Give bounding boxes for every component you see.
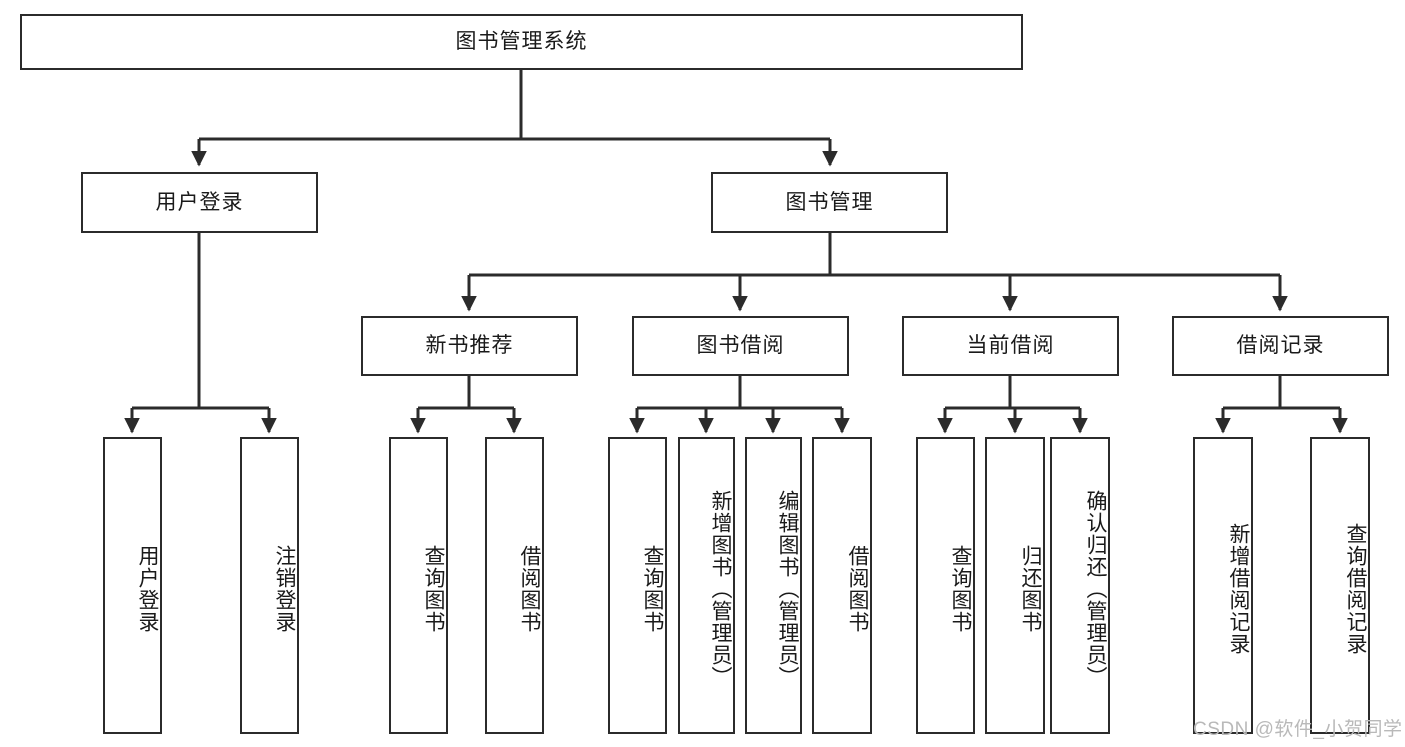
node-label: 图书借阅 — [696, 334, 785, 358]
leaf-borrow-query-book[interactable]: 查询图书 — [608, 437, 667, 734]
node-label: 新书推荐 — [425, 334, 514, 358]
leaf-record-add-record[interactable]: 新增借阅记录 — [1193, 437, 1253, 734]
node-label: 图书管理 — [785, 190, 874, 214]
node-label: 借阅图书 — [846, 544, 869, 633]
watermark-text: CSDN @软件_小贺同学 — [1193, 719, 1403, 740]
leaf-user-login-logout[interactable]: 注销登录 — [240, 437, 299, 734]
leaf-borrow-edit-book-admin[interactable]: 编辑图书（管理员） — [745, 437, 802, 734]
node-new-book-recommend[interactable]: 新书推荐 — [361, 316, 578, 376]
leaf-recommend-borrow-book[interactable]: 借阅图书 — [485, 437, 544, 734]
leaf-user-login-login[interactable]: 用户登录 — [103, 437, 162, 734]
node-label: 新增借阅记录 — [1227, 522, 1250, 655]
leaf-current-query-book[interactable]: 查询图书 — [916, 437, 975, 734]
leaf-current-return-book[interactable]: 归还图书 — [985, 437, 1045, 734]
node-label: 编辑图书（管理员） — [776, 489, 799, 688]
node-label: 注销登录 — [273, 544, 296, 633]
leaf-current-confirm-return-admin[interactable]: 确认归还（管理员） — [1050, 437, 1110, 734]
node-label: 查询图书 — [949, 544, 972, 633]
node-user-login[interactable]: 用户登录 — [81, 172, 318, 233]
node-label: 借阅记录 — [1236, 334, 1325, 358]
node-book-borrow[interactable]: 图书借阅 — [632, 316, 849, 376]
node-label: 新增图书（管理员） — [709, 489, 732, 688]
leaf-recommend-query-book[interactable]: 查询图书 — [389, 437, 448, 734]
node-current-borrow[interactable]: 当前借阅 — [902, 316, 1119, 376]
node-book-management[interactable]: 图书管理 — [711, 172, 948, 233]
node-label: 图书管理系统 — [455, 30, 588, 54]
node-label: 查询图书 — [641, 544, 664, 633]
node-label: 确认归还（管理员） — [1084, 489, 1107, 688]
node-label: 用户登录 — [155, 190, 244, 214]
node-label: 当前借阅 — [966, 334, 1055, 358]
leaf-borrow-borrow-book[interactable]: 借阅图书 — [812, 437, 872, 734]
node-label: 借阅图书 — [518, 544, 541, 633]
leaf-borrow-add-book-admin[interactable]: 新增图书（管理员） — [678, 437, 735, 734]
node-label: 用户登录 — [136, 544, 159, 633]
leaf-record-query-record[interactable]: 查询借阅记录 — [1310, 437, 1370, 734]
node-label: 查询图书 — [422, 544, 445, 633]
node-root-system[interactable]: 图书管理系统 — [20, 14, 1023, 70]
node-label: 查询借阅记录 — [1344, 522, 1367, 655]
node-borrow-record[interactable]: 借阅记录 — [1172, 316, 1389, 376]
node-label: 归还图书 — [1019, 544, 1042, 633]
